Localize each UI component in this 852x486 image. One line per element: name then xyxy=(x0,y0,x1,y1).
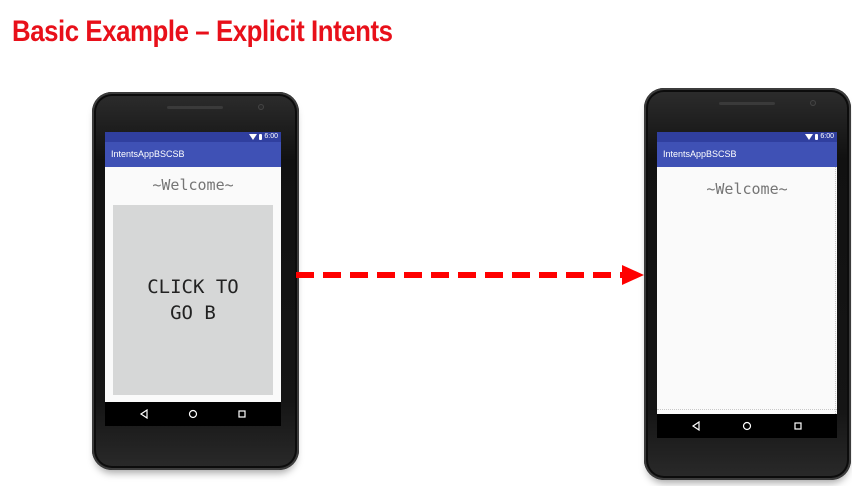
status-bar: 6:00 xyxy=(105,132,281,142)
camera-icon xyxy=(258,104,264,110)
back-icon[interactable] xyxy=(686,416,706,436)
status-bar: 6:00 xyxy=(657,132,837,142)
nav-bar xyxy=(105,402,281,426)
back-icon[interactable] xyxy=(134,404,154,424)
layout-boundary xyxy=(835,167,836,414)
welcome-text: ~Welcome~ xyxy=(152,176,234,194)
earpiece xyxy=(719,102,775,105)
home-icon[interactable] xyxy=(737,416,757,436)
recents-icon[interactable] xyxy=(232,404,252,424)
phone-b: 6:00 IntentsAppBSCSB ~Welcome~ xyxy=(644,88,851,480)
slide-title: Basic Example – Explicit Intents xyxy=(12,15,393,48)
earpiece xyxy=(167,106,223,109)
go-to-b-button[interactable]: CLICK TO GO B xyxy=(113,205,273,395)
camera-icon xyxy=(810,100,816,106)
home-icon[interactable] xyxy=(183,404,203,424)
phone-a: 6:00 IntentsAppBSCSB ~Welcome~ CLICK TO … xyxy=(92,92,299,470)
status-time: 6:00 xyxy=(820,133,834,140)
battery-icon xyxy=(259,134,263,140)
phone-b-screen: 6:00 IntentsAppBSCSB ~Welcome~ xyxy=(657,132,837,438)
battery-icon xyxy=(815,134,819,140)
wifi-icon xyxy=(249,134,258,140)
phone-a-screen: 6:00 IntentsAppBSCSB ~Welcome~ CLICK TO … xyxy=(105,132,281,426)
app-bar-title: IntentsAppBSCSB xyxy=(657,142,837,167)
status-time: 6:00 xyxy=(264,133,278,140)
app-bar-title: IntentsAppBSCSB xyxy=(105,142,281,167)
arrow-right-icon xyxy=(296,265,644,285)
recents-icon[interactable] xyxy=(788,416,808,436)
layout-boundary xyxy=(657,409,837,410)
welcome-text: ~Welcome~ xyxy=(706,180,788,198)
nav-bar xyxy=(657,414,837,438)
wifi-icon xyxy=(805,134,814,140)
